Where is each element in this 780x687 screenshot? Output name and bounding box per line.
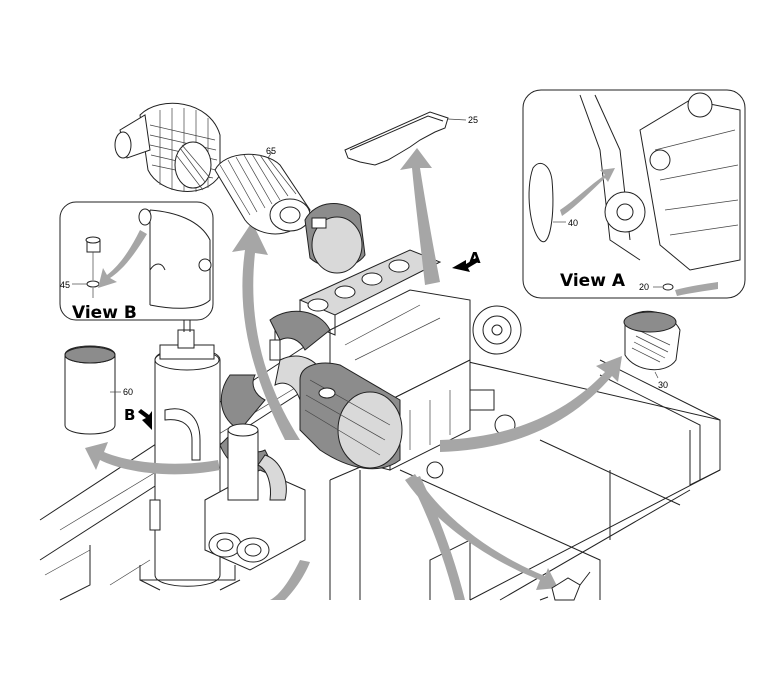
arrow-to-oil-filter (440, 356, 622, 452)
view-b-marker-letter: B (124, 406, 135, 424)
callout-60: 60 (123, 387, 133, 397)
view-b-detail (59, 201, 214, 321)
arrow-to-air-filter (232, 222, 300, 440)
arrow-to-fuel-filter (405, 474, 558, 590)
callout-20: 20 (639, 282, 649, 292)
fuel-filter (539, 571, 591, 601)
air-filter-inlet-cover (114, 102, 221, 192)
leader-lines (72, 118, 662, 393)
callout-65: 65 (266, 146, 276, 156)
arrow-to-gasket (400, 148, 440, 285)
view-b-label: View B (72, 303, 137, 323)
air-filter-housing-installed (299, 362, 403, 470)
callout-45: 45 (60, 280, 70, 290)
valve-cover-gasket (344, 111, 449, 166)
arrow-down-left (410, 476, 465, 600)
view-a-detail (522, 89, 746, 299)
callout-40: 40 (568, 218, 578, 228)
separator-element (64, 345, 116, 435)
view-a-label: View A (560, 271, 626, 291)
air-filter-end-cap (304, 203, 366, 274)
oil-filter (623, 310, 681, 371)
view-b-marker-arrow (138, 409, 152, 430)
callout-30: 30 (658, 380, 668, 390)
compressor-airend (204, 423, 306, 571)
pointer-arrows (85, 148, 622, 600)
air-filter-element (214, 153, 311, 235)
arrow-down-center (270, 560, 310, 600)
callout-25: 25 (468, 115, 478, 125)
view-a-marker-arrow (452, 258, 478, 272)
view-a-marker-letter: A (469, 249, 481, 267)
arrow-to-separator-element (85, 442, 220, 475)
